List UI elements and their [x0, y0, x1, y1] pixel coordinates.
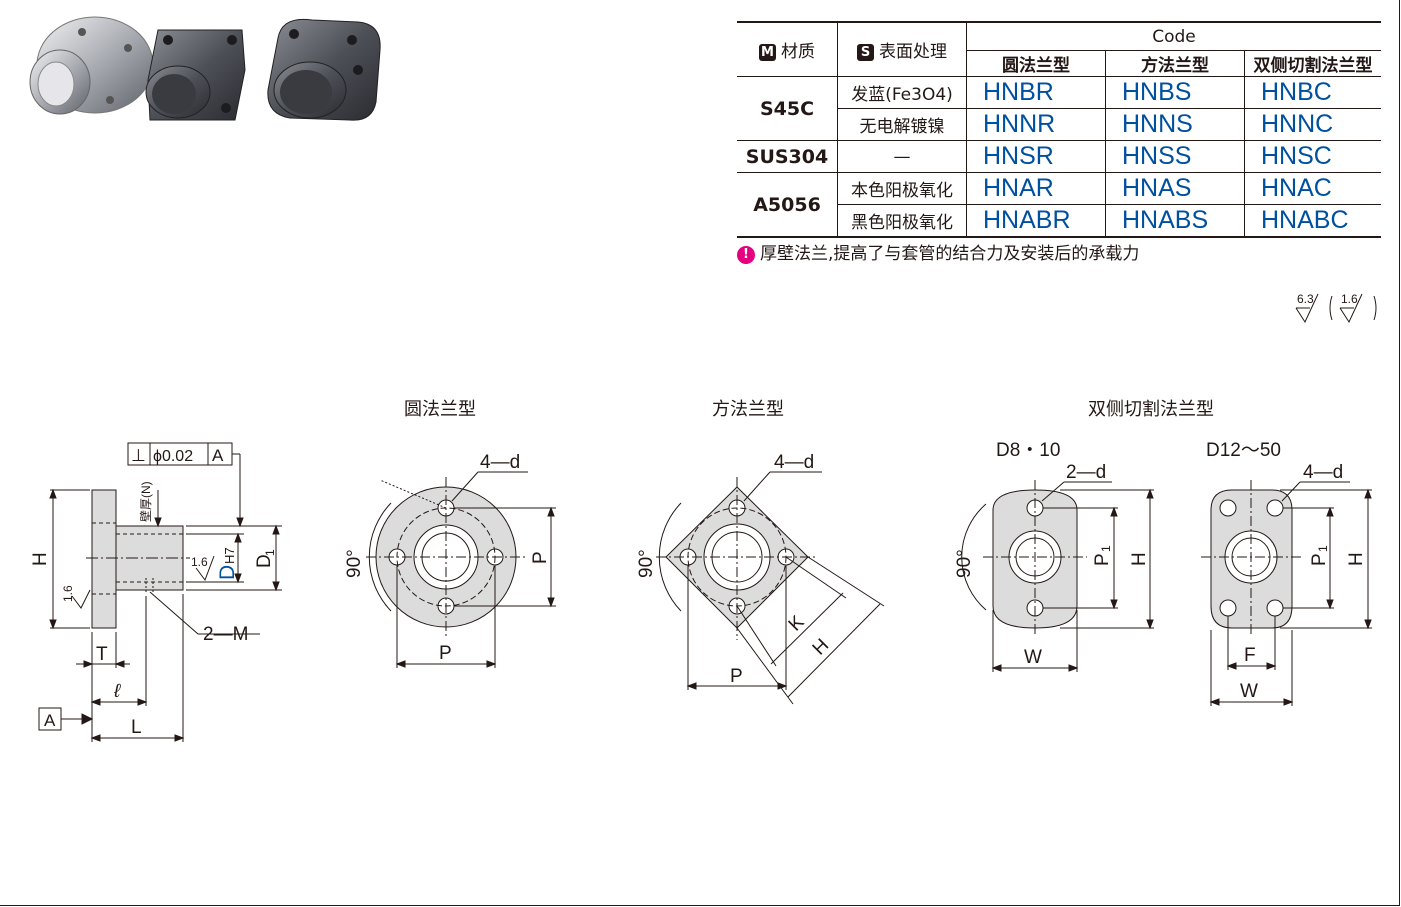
cut-large-W-label: W	[1240, 681, 1258, 702]
round-angle-label: 90°	[344, 549, 365, 578]
wall-thickness-label: 壁厚(N)	[138, 481, 153, 522]
dim-M: 2—M	[203, 624, 248, 645]
square-flange-view	[656, 471, 885, 705]
datum-label: A	[44, 711, 56, 730]
cut-large-P1-label: P	[1309, 553, 1330, 566]
cut-flange-large-view	[1201, 480, 1372, 706]
variant-small: D8・10	[996, 440, 1061, 461]
material-cell: SUS304	[737, 140, 838, 173]
perp-symbol: ⊥	[131, 446, 146, 465]
cut-large-H-label: H	[1346, 552, 1367, 566]
square-P-label: P	[730, 666, 743, 687]
surface-cell: 无电解镀镍	[837, 108, 967, 141]
round-flange-view	[366, 471, 556, 668]
square-K-label: K	[785, 611, 809, 635]
material-cell: A5056	[737, 172, 838, 238]
cut-large-P1-sub: 1	[1316, 545, 1330, 552]
dim-bore-fit: H7	[222, 547, 237, 564]
code-cell: HNNC	[1244, 108, 1381, 141]
roughness-bore: 1.6	[1341, 292, 1358, 306]
dim-T: T	[96, 644, 108, 665]
square-flange-photo	[145, 29, 246, 121]
cut-flange-photo	[267, 18, 381, 121]
title-square: 方法兰型	[712, 399, 784, 420]
code-cell: HNAC	[1244, 172, 1381, 205]
code-cell: HNABC	[1244, 204, 1381, 237]
round-holes-label: 4—d	[480, 452, 520, 473]
roughness-general: 6.3	[1297, 292, 1314, 306]
dim-bore: D	[216, 565, 239, 580]
note-text: 厚壁法兰,提高了与套管的结合力及安装后的承载力	[760, 244, 1140, 264]
code-cell: HNBC	[1244, 76, 1381, 109]
alert-icon: !	[737, 246, 755, 264]
material-badge: M	[759, 44, 776, 61]
tolerance-value: ϕ0.02	[153, 448, 193, 465]
cut-small-H-label: H	[1129, 552, 1150, 566]
subheader-cut: 双侧切割法兰型	[1244, 50, 1381, 77]
cut-small-P1-sub: 1	[1099, 545, 1113, 552]
title-round: 圆法兰型	[404, 399, 476, 420]
square-angle-label: 90°	[636, 549, 657, 578]
code-header: Code	[966, 22, 1381, 51]
square-holes-label: 4—d	[774, 452, 814, 473]
dim-D1-sub: 1	[263, 549, 277, 556]
square-H-label: H	[809, 635, 834, 660]
code-cell: HNNR	[966, 108, 1106, 141]
code-cell: HNSS	[1105, 140, 1245, 173]
cut-small-holes-label: 2—d	[1066, 462, 1106, 483]
cut-large-F-label: F	[1244, 645, 1256, 666]
code-cell: HNABS	[1105, 204, 1245, 237]
cut-small-P1-label: P	[1092, 553, 1113, 566]
product-photos	[29, 16, 381, 121]
surface-badge: S	[857, 44, 874, 61]
surface-cell: 本色阳极氧化	[837, 172, 967, 205]
code-cell: HNBR	[966, 76, 1106, 109]
bore-roughness: 1.6	[191, 555, 208, 569]
flange-roughness: 1.6	[61, 585, 75, 602]
code-cell: HNAS	[1105, 172, 1245, 205]
cut-flange-small-view	[961, 480, 1154, 672]
subheader-square: 方法兰型	[1105, 50, 1245, 77]
cut-small-W-label: W	[1024, 647, 1042, 668]
variant-large: D12～50	[1206, 440, 1281, 461]
dim-l: ℓ	[113, 681, 121, 702]
code-cell: HNSC	[1244, 140, 1381, 173]
code-cell: HNBS	[1105, 76, 1245, 109]
round-P-vertical: P	[530, 551, 551, 564]
dim-L: L	[131, 717, 142, 738]
round-flange-photo	[29, 16, 154, 115]
dim-H: H	[30, 552, 51, 566]
title-cut: 双侧切割法兰型	[1088, 399, 1214, 420]
datum-ref: A	[212, 446, 224, 465]
feature-note: ! 厚壁法兰,提高了与套管的结合力及安装后的承载力	[737, 243, 1139, 265]
dim-D1: D	[254, 554, 275, 568]
surface-cell: 黑色阳极氧化	[837, 204, 967, 237]
cut-small-angle-label: 90°	[954, 549, 975, 578]
cut-large-holes-label: 4—d	[1303, 462, 1343, 483]
roughness-symbol	[1295, 293, 1377, 324]
side-view	[38, 442, 282, 742]
round-P-horizontal: P	[439, 643, 452, 664]
material-cell: S45C	[737, 76, 838, 141]
